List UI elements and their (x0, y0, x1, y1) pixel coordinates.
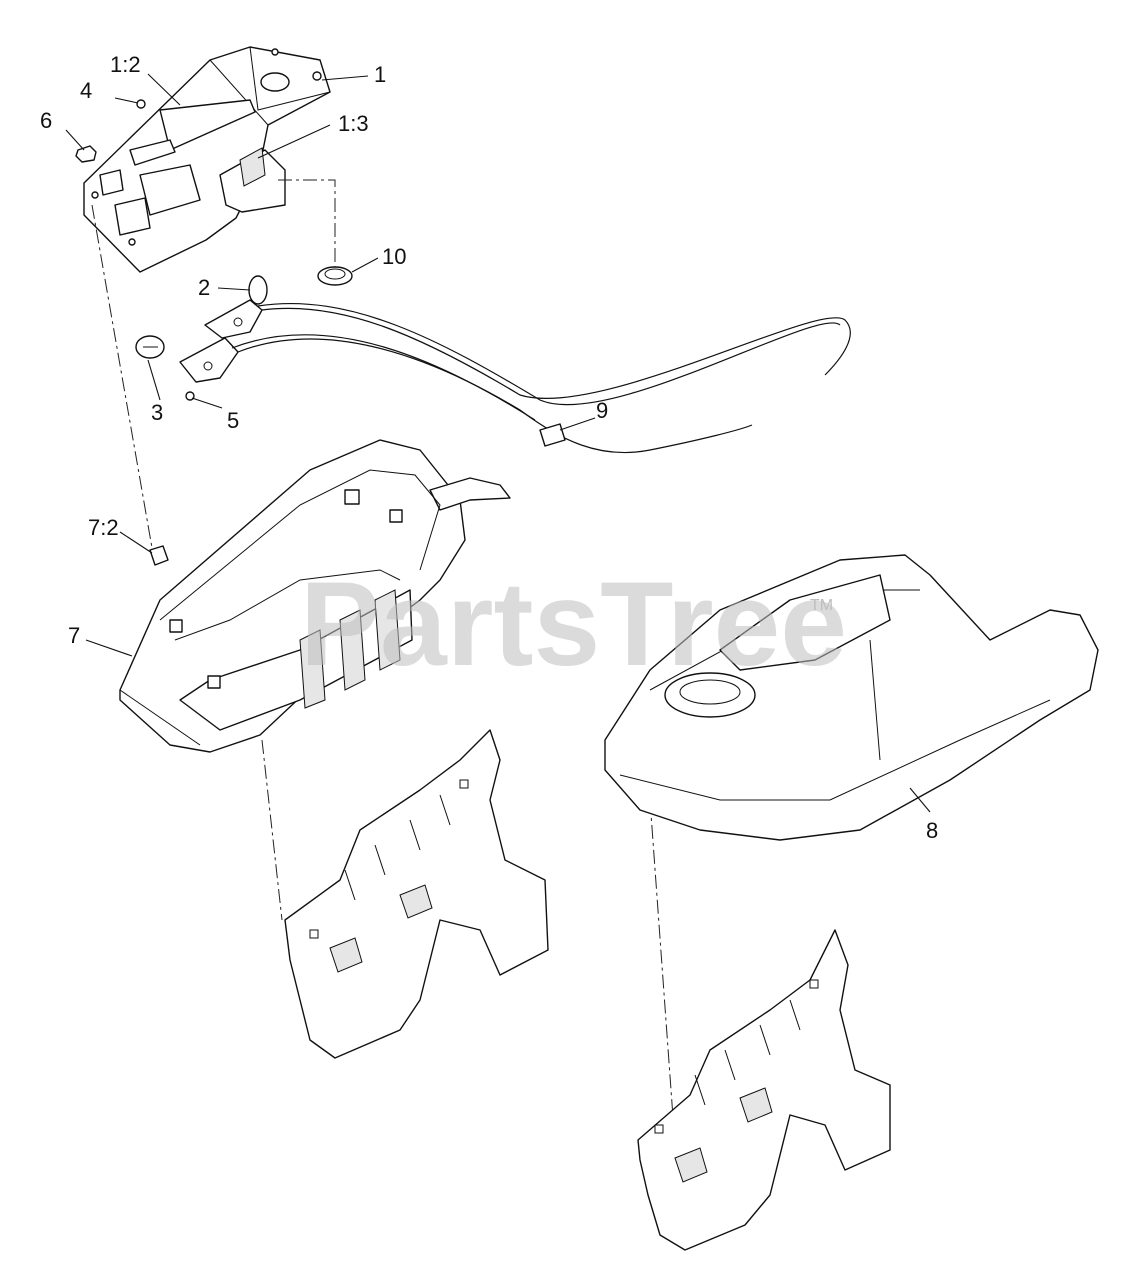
watermark-trademark: TM (810, 597, 833, 614)
cable-bracket-upper-part[interactable] (204, 275, 268, 339)
screw-part[interactable] (136, 99, 146, 109)
callout-9: 9 (596, 398, 608, 423)
left-console-part[interactable] (119, 439, 511, 753)
left-side-panel-part[interactable] (284, 729, 549, 1059)
right-console-part[interactable] (604, 554, 1099, 841)
clip-nut-part[interactable] (149, 545, 169, 566)
throttle-cables[interactable] (231, 302, 851, 454)
assembly-line (278, 179, 336, 268)
callout-1-3: 1:3 (338, 111, 369, 136)
cable-bracket-lower-part[interactable] (135, 335, 239, 383)
callout-10: 10 (382, 244, 406, 269)
callout-1-2: 1:2 (110, 52, 141, 77)
callout-4: 4 (80, 78, 92, 103)
assembly-line (649, 799, 676, 1146)
callout-8: 8 (926, 818, 938, 843)
callout-1: 1 (374, 62, 386, 87)
callout-5: 5 (227, 408, 239, 433)
right-side-panel-part[interactable] (637, 929, 891, 1251)
callout-2: 2 (198, 275, 210, 300)
assembly-line (91, 204, 156, 566)
callout-7-2: 7:2 (88, 515, 119, 540)
watermark-text: PartsTree (300, 557, 847, 691)
callout-6: 6 (40, 108, 52, 133)
callout-3: 3 (151, 400, 163, 425)
bolt-part[interactable] (75, 145, 97, 163)
callout-7: 7 (68, 623, 80, 648)
assembly-line (261, 739, 283, 921)
control-panel-part[interactable] (83, 46, 331, 273)
leader-lines (65, 73, 931, 813)
grommet-part[interactable] (317, 266, 353, 286)
